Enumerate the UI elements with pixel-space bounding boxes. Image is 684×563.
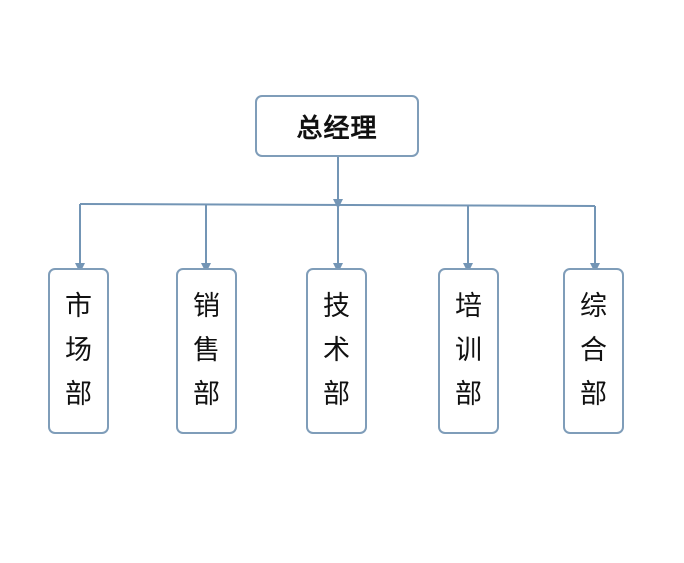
department-box-training: 培训部 [438, 268, 499, 434]
department-box-sales: 销售部 [176, 268, 237, 434]
department-label-technology: 技术部 [323, 291, 350, 410]
department-label-market: 市场部 [65, 291, 92, 410]
department-box-general-affairs: 综合部 [563, 268, 624, 434]
department-label-sales: 销售部 [193, 291, 220, 410]
department-label-training: 培训部 [455, 291, 482, 410]
department-box-market: 市场部 [48, 268, 109, 434]
general-manager-label: 总经理 [296, 113, 378, 144]
department-box-technology: 技术部 [306, 268, 367, 434]
general-manager-box: 总经理 [255, 95, 419, 157]
department-label-general-affairs: 综合部 [580, 291, 607, 410]
